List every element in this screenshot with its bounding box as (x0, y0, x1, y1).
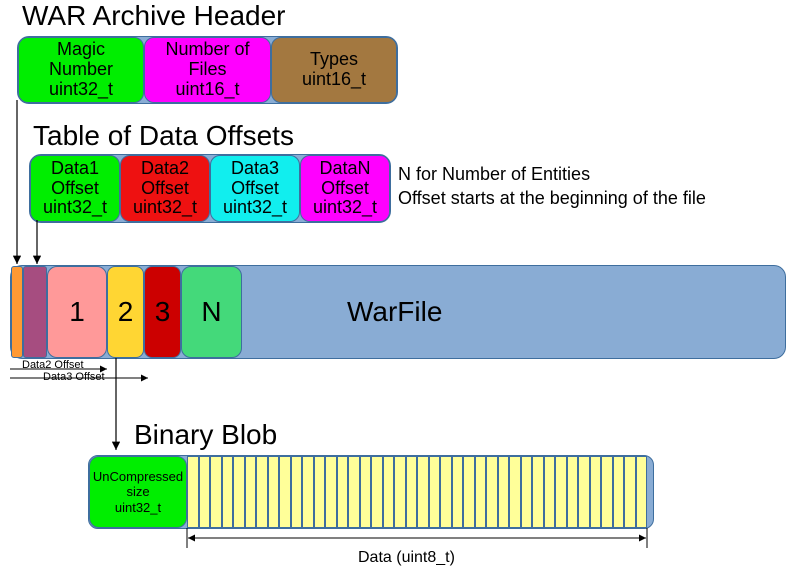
blob-byte-cell (520, 456, 532, 528)
blob-byte-cell (371, 456, 383, 528)
blob-byte-cell (612, 456, 624, 528)
blob-byte-cell (313, 456, 325, 528)
blob-byte-cell (302, 456, 314, 528)
warfile-segment-header (11, 266, 23, 358)
warfile-segment-offset-table (23, 266, 47, 358)
data2-offset-label: Data2 Offset (22, 359, 84, 371)
blob-byte-cell (463, 456, 475, 528)
blob-byte-cell (187, 456, 199, 528)
blob-byte-cell (555, 456, 567, 528)
blob-byte-cell (348, 456, 360, 528)
blob-byte-cell (532, 456, 544, 528)
blob-byte-cell (451, 456, 463, 528)
blob-byte-cell (624, 456, 636, 528)
blob-byte-cell (210, 456, 222, 528)
header-field-types: Types uint16_t (271, 37, 397, 103)
blob-byte-cell (578, 456, 590, 528)
blob-byte-cell (474, 456, 486, 528)
offset-field-data2: Data2 Offset uint32_t (120, 155, 210, 222)
warfile-segment-1: 1 (47, 266, 107, 358)
blob-byte-cell (589, 456, 601, 528)
warfile-segment-3: 3 (144, 266, 181, 358)
blob-byte-cell (325, 456, 337, 528)
blob-byte-cell (221, 456, 233, 528)
blob-title: Binary Blob (134, 419, 278, 450)
blob-byte-cell (601, 456, 613, 528)
blob-byte-cell (279, 456, 291, 528)
blob-byte-cell (440, 456, 452, 528)
blob-byte-cell (233, 456, 245, 528)
header-field-number-of-files: Number of Files uint16_t (144, 37, 271, 103)
offset-field-data3: Data3 Offset uint32_t (210, 155, 300, 222)
blob-byte-cell (256, 456, 268, 528)
header-title: WAR Archive Header (22, 0, 286, 31)
blob-byte-cell (290, 456, 302, 528)
blob-byte-cell (382, 456, 394, 528)
blob-byte-cell (267, 456, 279, 528)
blob-byte-cell (486, 456, 498, 528)
warfile-segment-n: N (181, 266, 242, 358)
blob-byte-cell (198, 456, 210, 528)
blob-uncompressed-size: UnCompressed size uint32_t (89, 456, 187, 528)
data3-offset-label: Data3 Offset (43, 371, 105, 383)
note-offset-start: Offset starts at the beginning of the fi… (398, 188, 706, 208)
warfile-segment-2: 2 (107, 266, 144, 358)
blob-data-label: Data (uint8_t) (358, 549, 455, 566)
note-entities: N for Number of Entities (398, 164, 591, 184)
blob-byte-cell (359, 456, 371, 528)
header-field-magic-number: Magic Number uint32_t (18, 37, 144, 103)
offset-field-datan: DataN Offset uint32_t (300, 155, 390, 222)
blob-byte-cell (543, 456, 555, 528)
blob-byte-cell (635, 456, 647, 528)
offset-field-data1: Data1 Offset uint32_t (30, 155, 120, 222)
blob-byte-cell (394, 456, 406, 528)
blob-byte-cell (497, 456, 509, 528)
blob-byte-cell (428, 456, 440, 528)
offsets-title: Table of Data Offsets (33, 120, 294, 151)
blob-byte-cell (244, 456, 256, 528)
blob-byte-cell (336, 456, 348, 528)
blob-byte-cell (566, 456, 578, 528)
blob-byte-cell (417, 456, 429, 528)
blob-byte-cell (405, 456, 417, 528)
blob-byte-cell (509, 456, 521, 528)
warfile-label: WarFile (347, 296, 443, 327)
